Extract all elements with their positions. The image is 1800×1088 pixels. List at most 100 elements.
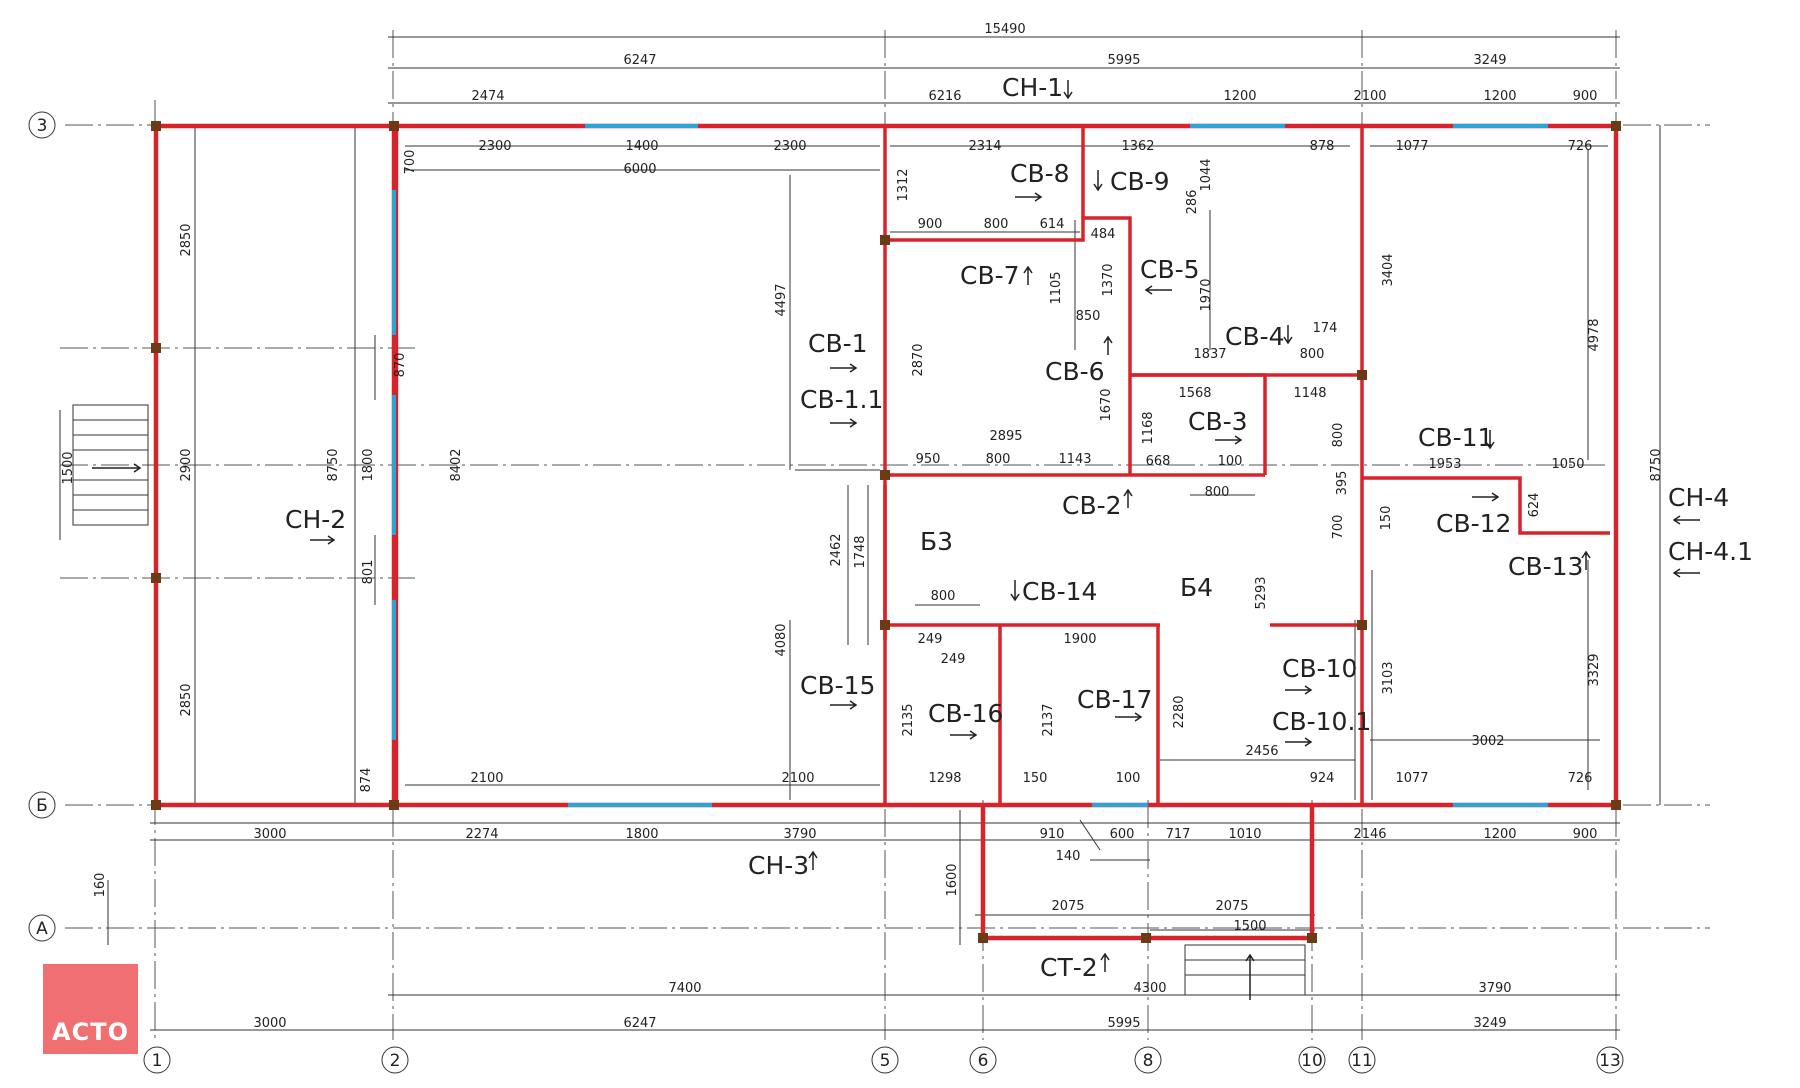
svg-text:2462: 2462 [829, 533, 844, 566]
svg-text:100: 100 [1116, 771, 1141, 786]
svg-text:800: 800 [1205, 485, 1230, 500]
svg-text:8750: 8750 [1649, 448, 1664, 481]
svg-text:2100: 2100 [1353, 89, 1386, 104]
svg-text:5: 5 [880, 1051, 891, 1071]
walls [153, 123, 1619, 941]
svg-text:2314: 2314 [968, 139, 1001, 154]
svg-text:1050: 1050 [1551, 457, 1584, 472]
svg-text:2: 2 [390, 1051, 401, 1071]
svg-text:395: 395 [1335, 471, 1350, 496]
svg-text:2100: 2100 [781, 771, 814, 786]
label-b4: Б4 [1180, 573, 1213, 602]
dimension-values: 15490 6247 5995 3249 2474 6216 1200 2100… [61, 22, 1664, 1031]
svg-text:726: 726 [1568, 139, 1593, 154]
svg-text:А: А [36, 919, 48, 939]
svg-text:1200: 1200 [1483, 89, 1516, 104]
svg-text:700: 700 [1331, 515, 1346, 540]
svg-text:8750: 8750 [326, 448, 341, 481]
svg-text:2280: 2280 [1172, 695, 1187, 728]
svg-text:6216: 6216 [928, 89, 961, 104]
label-cb10: СВ-10 [1282, 654, 1357, 683]
svg-text:668: 668 [1146, 454, 1171, 469]
axis-col-8: 8 [1134, 1046, 1162, 1074]
svg-text:11: 11 [1351, 1051, 1373, 1071]
svg-text:7400: 7400 [668, 981, 701, 996]
svg-text:10: 10 [1301, 1051, 1323, 1071]
svg-text:1568: 1568 [1178, 386, 1211, 401]
label-cb101: СВ-10.1 [1272, 707, 1371, 736]
svg-text:Б: Б [36, 796, 48, 816]
svg-text:150: 150 [1379, 506, 1394, 531]
svg-text:5995: 5995 [1107, 53, 1140, 68]
label-cb4: СВ-4 [1225, 322, 1285, 351]
axis-col-1: 1 [143, 1046, 171, 1074]
label-cb8: СВ-8 [1010, 159, 1070, 188]
label-ch3: СН-3 [748, 851, 809, 880]
label-cb3: СВ-3 [1188, 407, 1248, 436]
axis-col-6: 6 [969, 1046, 997, 1074]
svg-text:717: 717 [1166, 827, 1191, 842]
axis-col-5: 5 [871, 1046, 899, 1074]
svg-text:878: 878 [1310, 139, 1335, 154]
logo-text: АСТО [52, 1018, 129, 1046]
direction-arrows [92, 80, 1700, 1000]
svg-text:160: 160 [93, 873, 108, 898]
label-ch4: СН-4 [1668, 483, 1729, 512]
svg-text:1670: 1670 [1099, 388, 1114, 421]
svg-text:4978: 4978 [1587, 318, 1602, 351]
svg-text:800: 800 [986, 452, 1011, 467]
svg-text:900: 900 [1573, 827, 1598, 842]
label-cb6: СВ-6 [1045, 357, 1105, 386]
axis-row-a: А [28, 914, 56, 942]
svg-text:1148: 1148 [1293, 386, 1326, 401]
svg-text:1105: 1105 [1049, 271, 1064, 304]
svg-text:2895: 2895 [989, 429, 1022, 444]
svg-text:3790: 3790 [783, 827, 816, 842]
svg-text:1900: 1900 [1063, 632, 1096, 647]
svg-text:870: 870 [393, 353, 408, 378]
svg-text:2300: 2300 [478, 139, 511, 154]
svg-text:800: 800 [1331, 423, 1346, 448]
svg-text:800: 800 [931, 589, 956, 604]
svg-text:1500: 1500 [61, 451, 76, 484]
svg-text:4497: 4497 [774, 283, 789, 316]
svg-text:3002: 3002 [1471, 734, 1504, 749]
posts [151, 121, 1621, 943]
svg-text:726: 726 [1568, 771, 1593, 786]
svg-text:140: 140 [1056, 849, 1081, 864]
label-cb5: СВ-5 [1140, 255, 1200, 284]
svg-text:1312: 1312 [896, 168, 911, 201]
svg-text:2137: 2137 [1041, 703, 1056, 736]
axis-col-11: 11 [1348, 1046, 1376, 1074]
svg-text:1970: 1970 [1199, 278, 1214, 311]
svg-text:2456: 2456 [1245, 744, 1278, 759]
axis-row-3: 3 [28, 111, 56, 139]
svg-text:900: 900 [1573, 89, 1598, 104]
svg-text:1200: 1200 [1223, 89, 1256, 104]
svg-text:850: 850 [1076, 309, 1101, 324]
svg-text:950: 950 [916, 452, 941, 467]
label-cb2: СВ-2 [1062, 491, 1122, 520]
svg-text:1: 1 [152, 1051, 163, 1071]
svg-text:3790: 3790 [1478, 981, 1511, 996]
svg-text:6247: 6247 [623, 53, 656, 68]
svg-text:174: 174 [1313, 321, 1338, 336]
svg-text:8402: 8402 [449, 448, 464, 481]
svg-text:2474: 2474 [471, 89, 504, 104]
svg-text:3103: 3103 [1381, 661, 1396, 694]
label-cb9: СВ-9 [1110, 167, 1170, 196]
label-cb17: СВ-17 [1077, 685, 1152, 714]
svg-text:1200: 1200 [1483, 827, 1516, 842]
axis-col-2: 2 [381, 1046, 409, 1074]
svg-text:1298: 1298 [928, 771, 961, 786]
label-cb11: СВ-1.1 [800, 385, 883, 414]
svg-text:2274: 2274 [465, 827, 498, 842]
svg-text:801: 801 [361, 560, 376, 585]
svg-text:4080: 4080 [774, 623, 789, 656]
svg-text:1077: 1077 [1395, 139, 1428, 154]
label-b3: Б3 [920, 527, 953, 556]
stairs [72, 404, 1306, 996]
windows [392, 124, 1548, 807]
svg-text:15490: 15490 [984, 22, 1025, 37]
svg-text:2850: 2850 [179, 223, 194, 256]
